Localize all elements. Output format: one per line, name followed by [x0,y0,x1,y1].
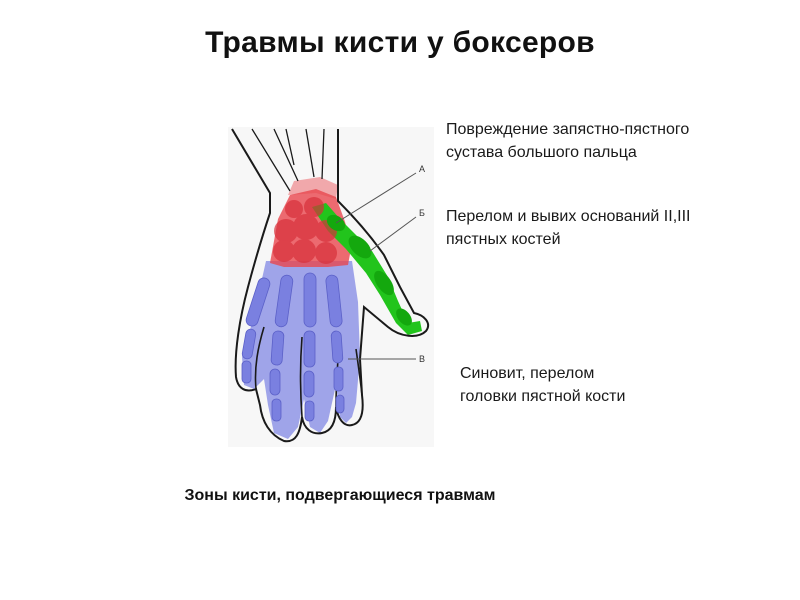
callout-metacarpal-base: Перелом и вывих оснований II,III пястных… [446,208,691,248]
finger-bones [241,272,345,422]
page-title: Травмы кисти у боксеров [205,26,595,59]
hand-diagram: А Б В [228,127,434,447]
marker-c: В [419,354,425,364]
finger-lines [254,326,363,418]
leader-markers: А Б В [419,164,425,364]
marker-a: А [419,164,425,174]
callout-thumb-joint: Повреждение запястно-пястного сустава бо… [446,121,690,161]
marker-b: Б [419,208,425,218]
forearm-bones [251,128,325,192]
thumb-zone [312,203,422,335]
hand-illustration: А Б В [231,128,430,443]
wrist-joint-zone [288,177,338,199]
hand-outline [231,128,430,443]
callout-metacarpal-head: Синовит, перелом головки пястной кости [460,365,626,405]
thumb-bones [326,214,412,326]
leader-lines [335,172,417,360]
figure-caption: Зоны кисти, подвергающиеся травмам [184,487,496,504]
carpal-bones [273,197,337,264]
